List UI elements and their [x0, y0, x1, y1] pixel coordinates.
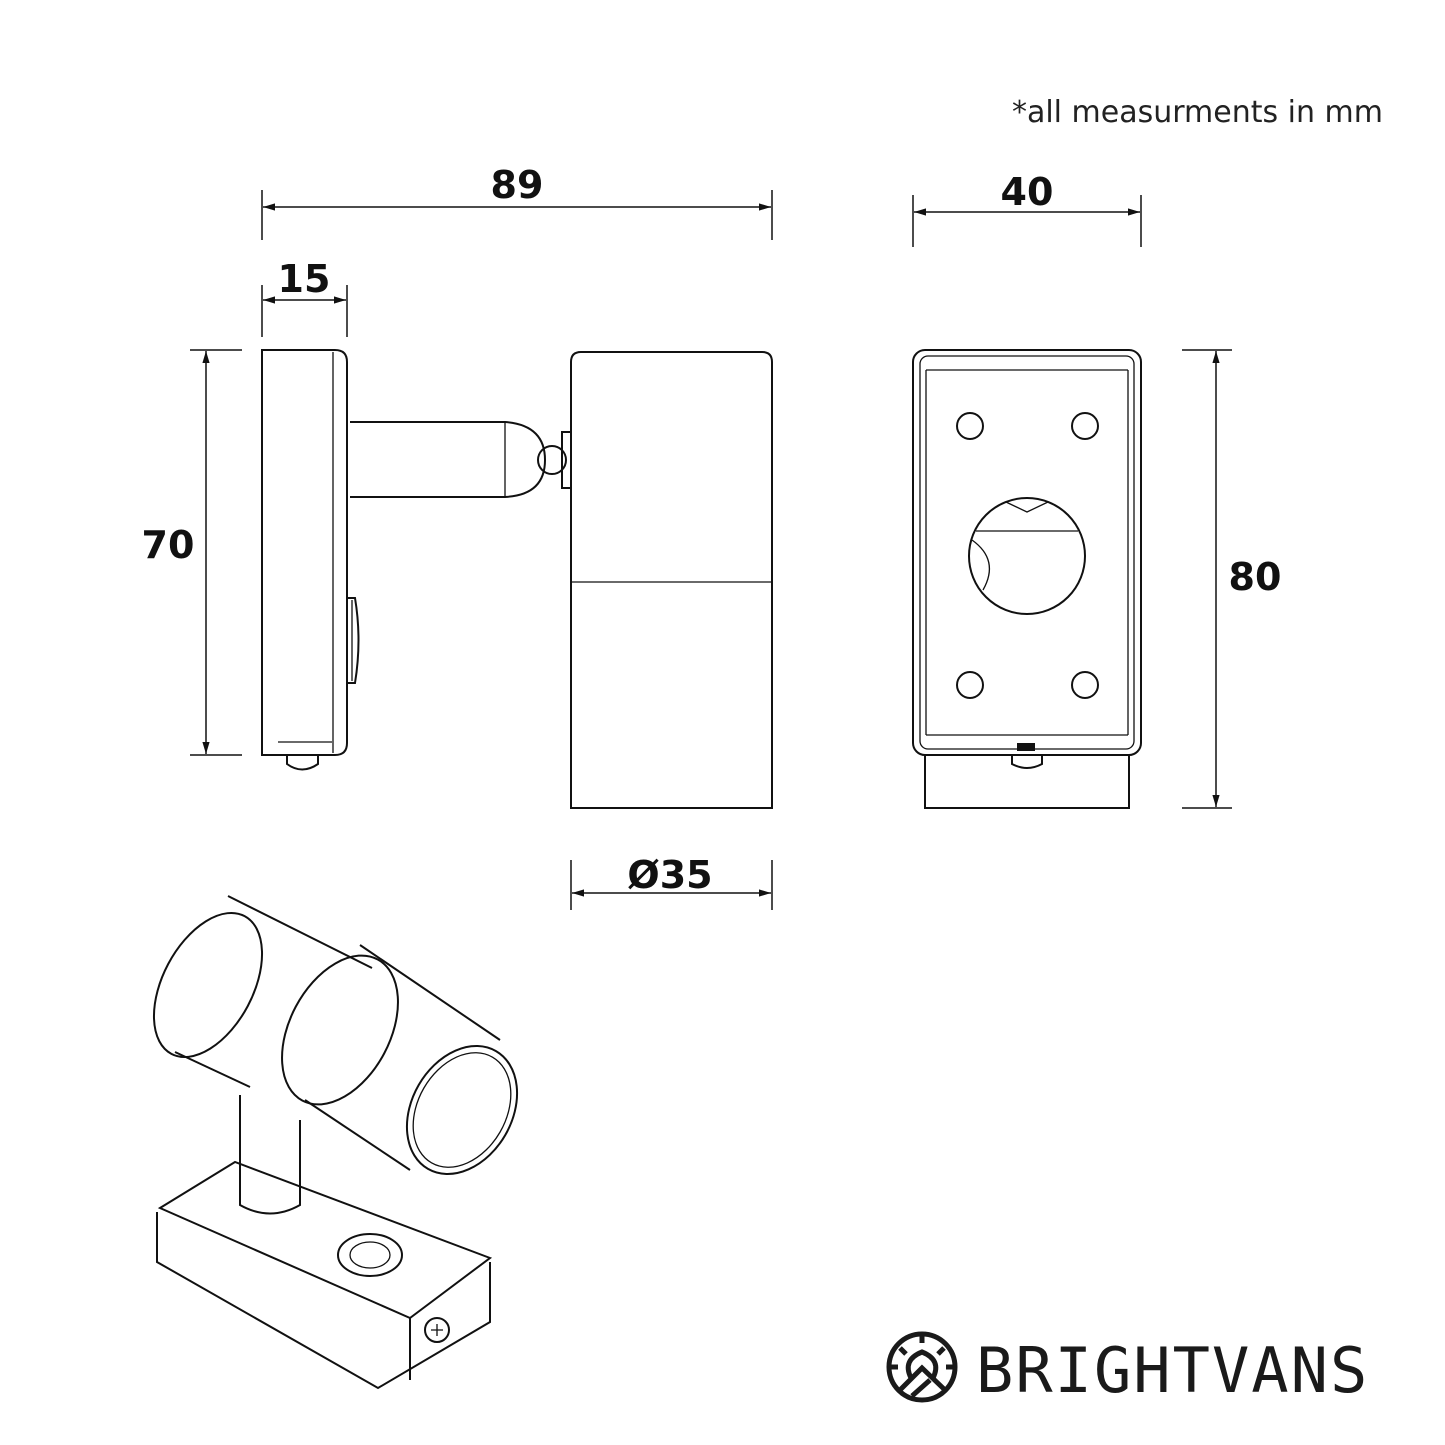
dimension-diameter-35: Ø35 — [570, 853, 773, 910]
dimension-70: 70 — [142, 349, 242, 756]
brand-mark-icon — [886, 1331, 958, 1403]
dimension-label: 40 — [1001, 170, 1054, 214]
dimension-label: Ø35 — [627, 853, 712, 897]
dimension-15: 15 — [261, 257, 348, 337]
dimension-40: 40 — [912, 170, 1142, 247]
isometric-view — [152, 895, 519, 1390]
dimension-label: 80 — [1229, 555, 1282, 599]
brightvans-logo: BRIGHTVANS — [886, 1331, 1369, 1407]
measurement-note: *all measurments in mm — [1012, 95, 1383, 130]
dimension-label: 89 — [491, 163, 544, 207]
dimension-label: 15 — [278, 257, 331, 301]
brand-name: BRIGHTVANS — [976, 1334, 1369, 1407]
dimension-89: 89 — [261, 163, 773, 240]
dimension-label: 70 — [142, 523, 195, 567]
front-view — [912, 349, 1142, 809]
dimension-80: 80 — [1182, 349, 1282, 809]
side-view — [261, 349, 773, 809]
